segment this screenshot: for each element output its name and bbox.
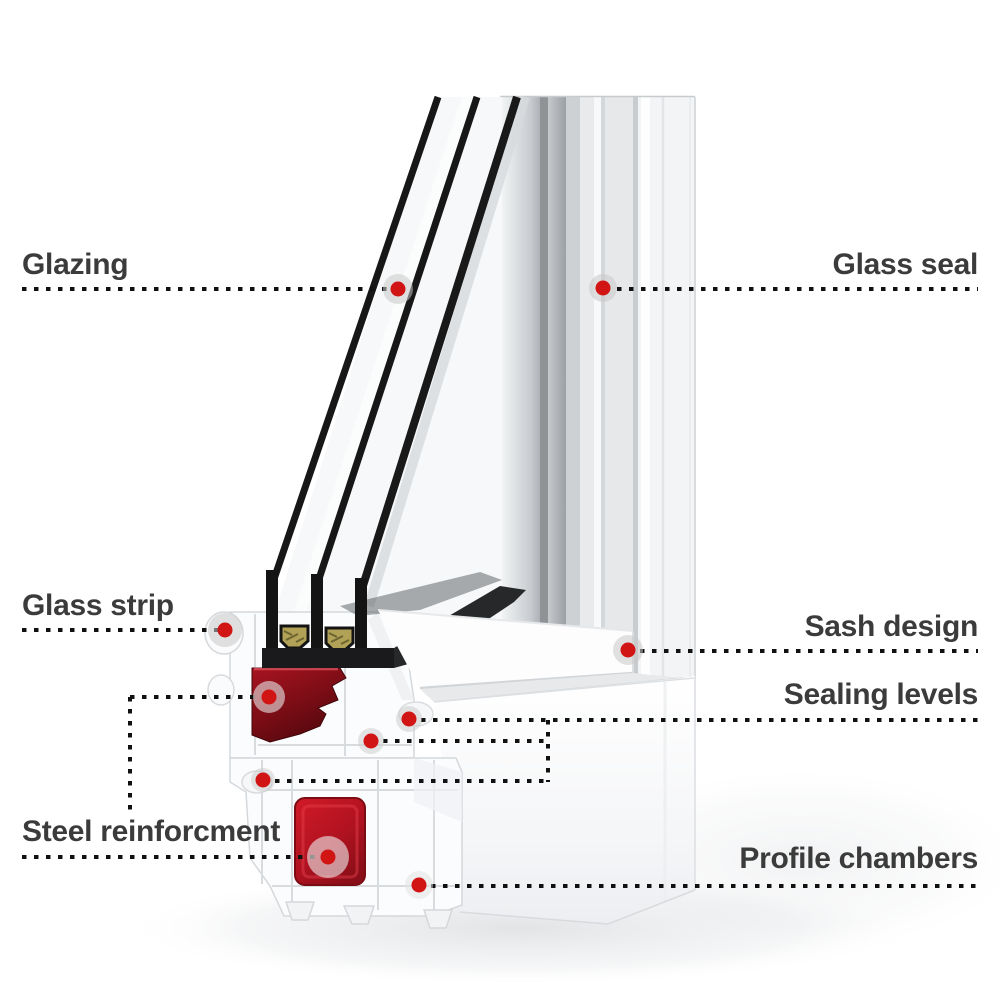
label-glass-strip: Glass strip bbox=[22, 589, 174, 622]
label-sash-design: Sash design bbox=[804, 610, 979, 643]
spacer-bar-1 bbox=[279, 624, 310, 650]
glass-pane-edge-3 bbox=[357, 95, 521, 594]
glass-pane-edge-1 bbox=[268, 95, 442, 587]
label-glazing: Glazing bbox=[22, 248, 129, 281]
glazing-seal-bar bbox=[262, 648, 394, 668]
marker-steel-sash bbox=[253, 681, 285, 713]
point-markers bbox=[208, 274, 643, 899]
marker-glass-seal bbox=[589, 274, 617, 302]
marker-steel-frame bbox=[307, 836, 349, 878]
sash-top-surface bbox=[377, 609, 684, 727]
marker-profile-chambers bbox=[405, 871, 433, 899]
glass-pane-edge-2 bbox=[312, 95, 481, 590]
label-steel-reinforcment: Steel reinforcment bbox=[22, 815, 281, 848]
marker-sash-design bbox=[613, 635, 643, 665]
marker-sealing-level-2 bbox=[358, 728, 384, 754]
label-glass-seal: Glass seal bbox=[832, 248, 979, 281]
spacer-bar-2 bbox=[324, 626, 355, 652]
frame-side-view bbox=[500, 95, 696, 690]
label-sealing-levels: Sealing levels bbox=[783, 678, 979, 711]
marker-sealing-level-3 bbox=[251, 768, 275, 792]
leader-lines bbox=[22, 287, 978, 888]
marker-glass-strip bbox=[208, 613, 242, 647]
marker-glazing bbox=[383, 274, 413, 304]
glass-reflection bbox=[294, 95, 474, 614]
glazing-panes bbox=[266, 95, 530, 640]
marker-sealing-level-1 bbox=[396, 706, 422, 732]
label-profile-chambers: Profile chambers bbox=[739, 842, 978, 875]
